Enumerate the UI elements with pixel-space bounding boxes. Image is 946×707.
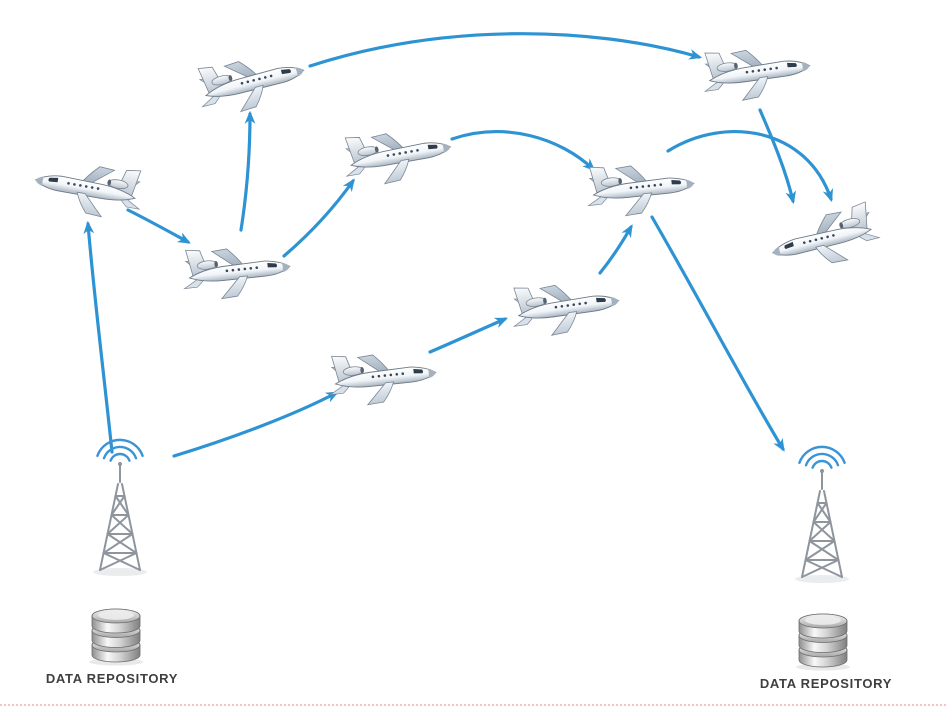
flow-arrows-layer xyxy=(83,32,833,458)
airplane-icon xyxy=(339,119,456,191)
airplane-icon xyxy=(584,156,697,221)
radio-towers-layer xyxy=(91,438,851,585)
flow-arrow xyxy=(450,130,596,172)
databases-layer xyxy=(88,608,851,671)
flow-arrow xyxy=(308,32,703,68)
data-repository-label-left: DATA REPOSITORY xyxy=(45,671,179,686)
page-bottom-dotted-line xyxy=(0,704,946,706)
airplane-icon xyxy=(508,273,623,341)
airplane-icon xyxy=(765,200,884,278)
flow-arrow xyxy=(666,130,833,203)
airplane-icon xyxy=(699,38,814,106)
flow-arrow xyxy=(650,215,785,452)
airplane-icon xyxy=(180,239,293,304)
database-icon xyxy=(88,608,144,666)
flow-arrow xyxy=(428,317,508,354)
data-repository-label-right: DATA REPOSITORY xyxy=(759,676,893,691)
flow-arrow xyxy=(598,224,633,275)
flow-arrow xyxy=(126,208,191,244)
flow-arrow xyxy=(172,391,339,458)
radio-tower-icon xyxy=(91,438,149,578)
flow-arrow xyxy=(239,110,256,232)
flow-arrow xyxy=(758,108,797,205)
airplane-icon xyxy=(192,43,311,121)
database-icon xyxy=(795,613,851,671)
airplanes-layer xyxy=(30,38,884,410)
airplane-icon xyxy=(326,345,439,410)
flow-arrow xyxy=(282,178,355,258)
airplane-icon xyxy=(30,152,147,224)
radio-tower-icon xyxy=(793,445,851,585)
flow-arrow xyxy=(83,220,114,454)
